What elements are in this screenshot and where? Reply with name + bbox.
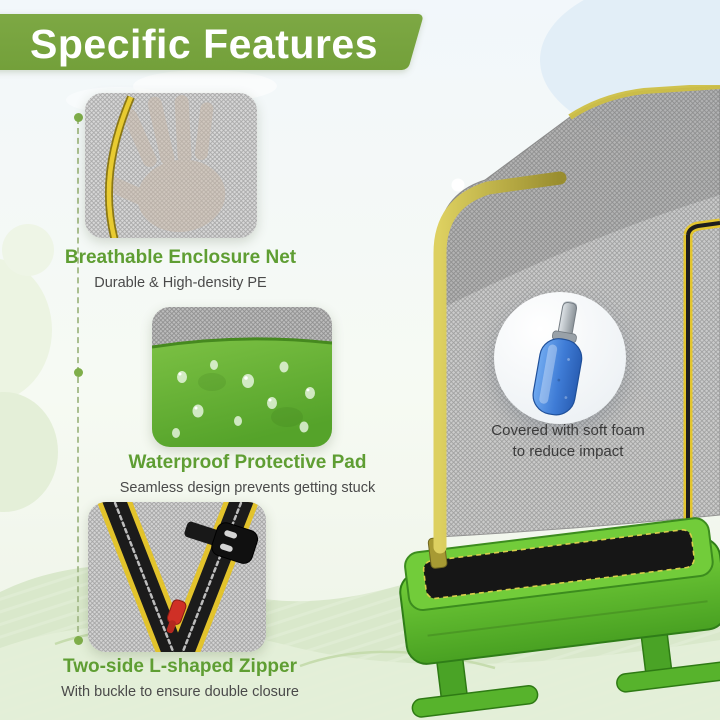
foam-sleeve <box>532 338 583 416</box>
feature-subtitle: Seamless design prevents getting stuck <box>119 480 376 496</box>
header-banner: Specific Features <box>0 14 460 74</box>
connector-dot <box>74 636 83 645</box>
zipper-slider <box>166 599 187 634</box>
feature-subtitle: With buckle to ensure double closure <box>61 684 299 700</box>
feature-breathable-net: Breathable Enclosure Net Durable & High-… <box>38 247 323 291</box>
feature-title: Waterproof Protective Pad <box>128 452 367 473</box>
callout-line-1: Covered with soft foam <box>491 422 645 439</box>
zipper-photo <box>88 502 266 652</box>
pad-droplets-illustration <box>152 307 332 447</box>
connector-dot <box>74 368 83 377</box>
water-droplets <box>172 360 315 438</box>
enclosure-net-photo <box>85 93 257 238</box>
front-pole <box>433 171 567 554</box>
trampoline-base <box>399 517 720 718</box>
waterproof-pad-photo <box>152 307 332 447</box>
feature-title: Breathable Enclosure Net <box>64 247 297 268</box>
page-title: Specific Features <box>30 21 379 67</box>
feature-subtitle: Durable & High-density PE <box>94 275 267 291</box>
callout-anchor-dot <box>451 178 465 192</box>
buckle <box>184 521 259 564</box>
feature-connector-line <box>77 118 79 642</box>
callout-text: Covered with soft foam to reduce impact <box>468 420 668 462</box>
feature-title: Two-side L-shaped Zipper <box>63 656 297 677</box>
right-foot <box>616 659 720 693</box>
net-hand-illustration <box>85 93 257 238</box>
connector-dot <box>74 113 83 122</box>
zipper-bands <box>96 502 260 652</box>
callout-line-2: to reduce impact <box>512 443 624 460</box>
feature-zipper: Two-side L-shaped Zipper With buckle to … <box>35 656 325 700</box>
zipper-buckle-illustration <box>88 502 266 652</box>
jump-mat <box>423 529 695 599</box>
top-rail <box>568 85 720 120</box>
left-foot <box>411 685 539 718</box>
foam-detail-callout <box>494 292 626 424</box>
feature-waterproof-pad: Waterproof Protective Pad Seamless desig… <box>115 452 380 496</box>
foam-pole-illustration <box>532 301 583 416</box>
